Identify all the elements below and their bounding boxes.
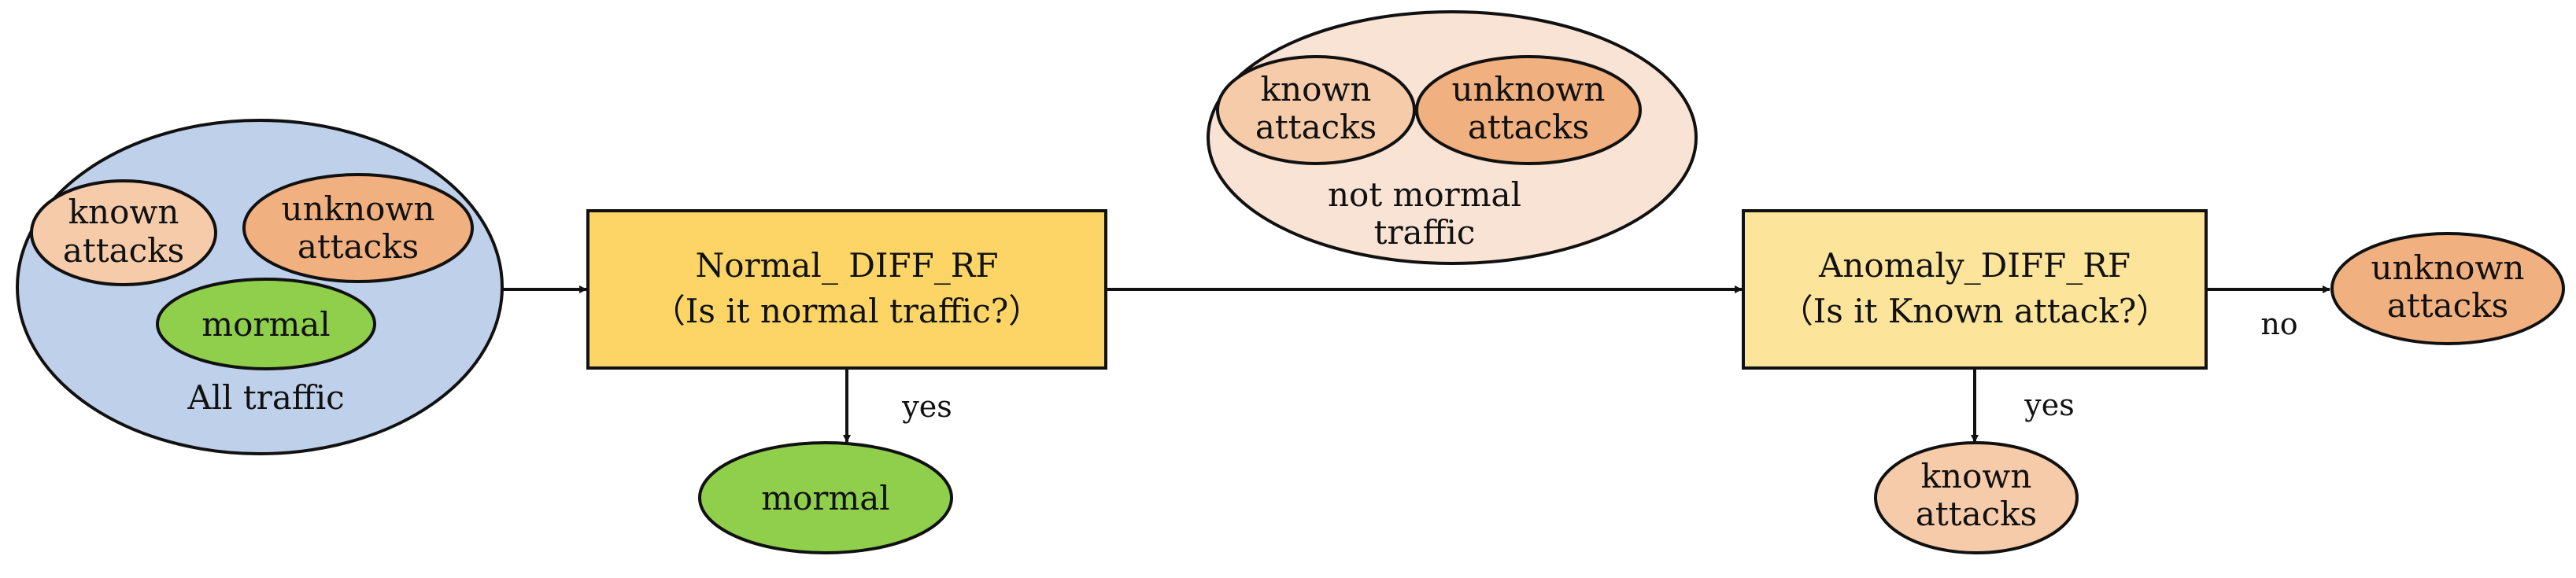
known-attacks-label-line2: attacks <box>63 231 184 270</box>
normal-classifier-box: Normal_ DIFF_RF （Is it normal traffic?） <box>586 209 1107 370</box>
not-normal-known-label-line2: attacks <box>1255 108 1377 146</box>
unknown-attacks-label-line2: attacks <box>298 227 419 266</box>
normal-output-label: mormal <box>761 479 890 517</box>
anomaly-classifier-box: Anomaly_DIFF_RF （Is it Known attack?） <box>1742 209 2208 370</box>
unknown-attacks-ellipse <box>242 173 474 283</box>
known-output-label-line2: attacks <box>1916 495 2037 533</box>
anomaly-classifier-question: （Is it Known attack?） <box>1780 292 2170 330</box>
not-normal-label-line1: not mormal <box>1328 175 1521 214</box>
unknown-output-label-line1: unknown <box>2371 249 2525 287</box>
not-normal-label-line2: traffic <box>1374 213 1476 252</box>
not-normal-traffic-group: known attacks unknown attacks not mormal… <box>1207 10 1698 265</box>
known-output-label-line1: known <box>1921 457 2032 495</box>
normal-yes-label: yes <box>901 389 952 424</box>
known-output-ellipse <box>1874 441 2079 554</box>
not-normal-known-label-line1: known <box>1261 70 1372 109</box>
all-traffic-label: All traffic <box>187 378 344 417</box>
normal-classifier-title: Normal_ DIFF_RF <box>695 246 998 285</box>
known-attacks-ellipse <box>30 179 217 286</box>
normal-classifier-rect <box>586 209 1107 370</box>
not-normal-unknown-label-line1: unknown <box>1452 70 1606 109</box>
anomaly-classifier-rect <box>1742 209 2208 370</box>
anomaly-yes-label: yes <box>2023 388 2074 422</box>
all-traffic-group: known attacks unknown attacks mormal All… <box>16 119 504 455</box>
normal-label: mormal <box>201 305 331 344</box>
unknown-attacks-label-line1: unknown <box>282 190 435 228</box>
normal-output-ellipse <box>698 441 953 554</box>
normal-classifier-question: （Is it normal traffic?） <box>652 292 1042 330</box>
unknown-output-ellipse <box>2330 232 2565 345</box>
anomaly-classifier-title: Anomaly_DIFF_RF <box>1818 246 2131 285</box>
unknown-output-label-line2: attacks <box>2387 286 2508 325</box>
not-normal-unknown-label-line2: attacks <box>1468 108 1589 146</box>
not-normal-unknown-ellipse <box>1415 55 1642 165</box>
normal-ellipse <box>156 278 376 370</box>
known-attacks-label-line1: known <box>68 193 179 231</box>
anomaly-no-label: no <box>2260 307 2297 341</box>
not-normal-known-ellipse <box>1216 55 1416 165</box>
